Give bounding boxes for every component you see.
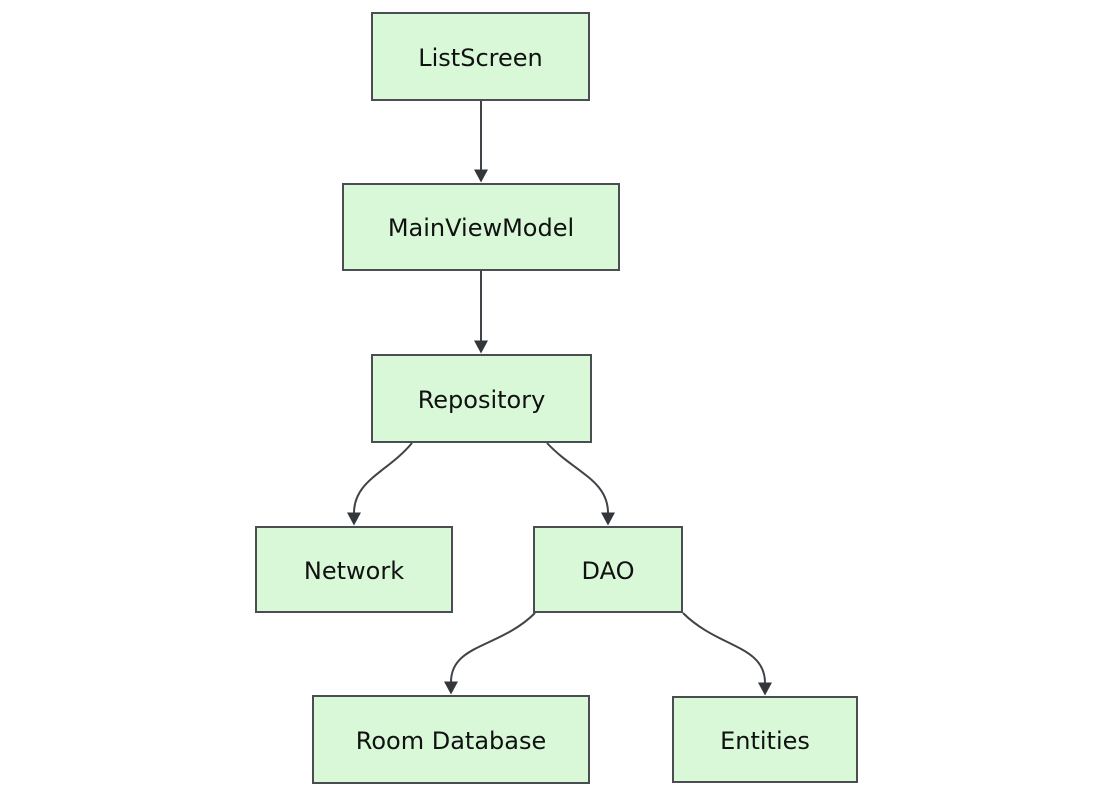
node-dao: DAO [533, 526, 683, 613]
node-repository: Repository [371, 354, 592, 443]
node-mainviewmodel-label: MainViewModel [387, 214, 575, 242]
node-mainviewmodel: MainViewModel [342, 183, 620, 271]
node-listscreen-label: ListScreen [418, 43, 543, 72]
node-entities-label: Entities [720, 726, 810, 755]
edge-dao-roomdatabase [444, 612, 536, 695]
node-entities: Entities [672, 696, 858, 783]
node-repository-label: Repository [417, 385, 546, 414]
node-network: Network [255, 526, 453, 613]
node-room-database: Room Database [312, 695, 590, 784]
edge-repository-dao [546, 442, 615, 526]
edge-repository-network [347, 442, 413, 526]
node-network-label: Network [303, 556, 405, 585]
node-room-database-label: Room Database [355, 726, 547, 755]
edge-dao-entities [682, 612, 772, 696]
node-listscreen: ListScreen [371, 12, 590, 101]
node-dao-label: DAO [581, 556, 635, 585]
